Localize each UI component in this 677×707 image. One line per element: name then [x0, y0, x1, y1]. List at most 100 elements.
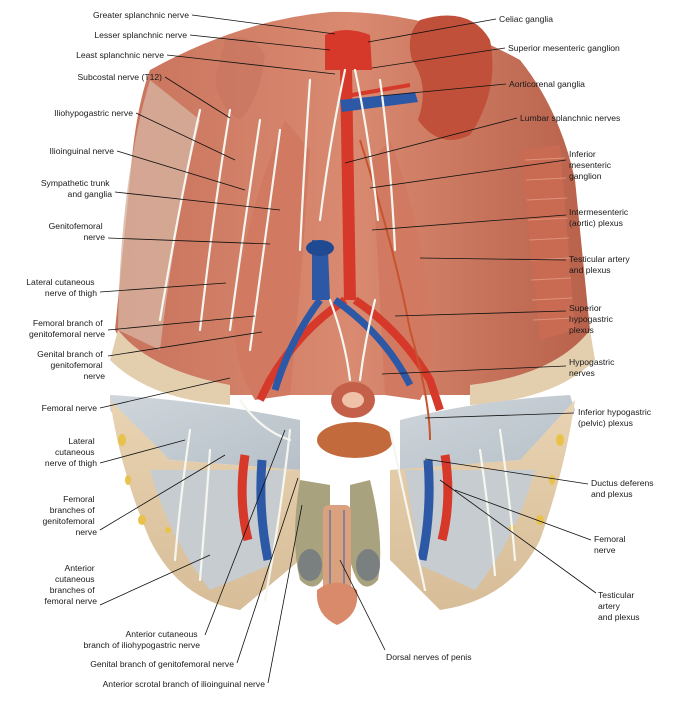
label-subcostal: Subcostal nerve (T12) [77, 72, 162, 82]
label-anterior-cutaneous-femoral: Anterior cutaneous branches of femoral n… [44, 563, 97, 606]
leader-lateral-cutaneous-upper [99, 282, 227, 293]
label-ductus-deferens: Ductus deferens and plexus [591, 478, 656, 499]
leader-dorsal-nerves [339, 559, 386, 651]
left-renal-vein [340, 92, 418, 112]
leader-subcostal [164, 76, 231, 119]
leader-genital-branch [107, 331, 263, 357]
left-femoral-artery [237, 454, 253, 542]
label-least-splanchnic: Least splanchnic nerve [76, 50, 164, 60]
left-femoral-vein [256, 459, 273, 561]
left-common-iliac-artery [256, 296, 348, 402]
leader-lateral-cutaneous-lower [99, 439, 186, 464]
leader-ilioinguinal [116, 150, 246, 191]
leader-anterior-cutaneous-iliohypogastric [204, 429, 286, 636]
leader-iliohypogastric [135, 112, 236, 161]
leader-inferior-hypogastric [424, 412, 575, 419]
labels: Greater splanchnic nerve Lesser splanchn… [26, 10, 656, 689]
leader-femoral-branches [99, 454, 226, 531]
label-greater-splanchnic: Greater splanchnic nerve [93, 10, 189, 20]
leader-hypogastric [381, 365, 567, 375]
label-femoral-branches: Femoral branches of genitofemoral nerve [43, 494, 98, 537]
abdominal-aorta [340, 70, 356, 300]
label-dorsal-nerves: Dorsal nerves of penis [386, 652, 472, 662]
body-artwork [110, 11, 595, 625]
left-lateral-wall [118, 80, 200, 350]
label-inferior-hypogastric: Inferior hypogastric (pelvic) plexus [578, 407, 653, 428]
left-iliac-crest [110, 330, 230, 405]
right-femoral-artery [437, 454, 453, 542]
leader-lumbar-splanchnic [344, 117, 518, 164]
label-superior-hypogastric: Superior hypogastric plexus [569, 303, 615, 335]
leader-ductus-deferens [424, 458, 589, 485]
label-genital-branch-bottom: Genital branch of genitofemoral nerve [90, 659, 234, 669]
leader-celiac [367, 18, 497, 43]
label-superior-mesenteric-ganglion: Superior mesenteric ganglion [508, 43, 620, 53]
label-genitofemoral: Genitofemoral nerve [49, 221, 106, 242]
leader-genitofemoral [107, 237, 271, 245]
leader-superior-hypogastric [394, 310, 567, 317]
label-anterior-scrotal: Anterior scrotal branch of ilioinguinal … [103, 679, 266, 689]
leader-femoral-nerve-left [99, 377, 231, 409]
leader-aorticorenal [379, 83, 507, 97]
leader-lines [99, 14, 597, 684]
leader-superior-mesenteric [371, 47, 506, 69]
label-ilioinguinal: Ilioinguinal nerve [50, 146, 115, 156]
right-psoas-muscle [372, 140, 434, 400]
celiac-trunk-region [325, 30, 372, 70]
right-fascia-lata [405, 470, 535, 590]
penis-shaft [323, 505, 351, 595]
fat-deposits [118, 434, 564, 533]
label-intermesenteric: Intermesenteric (aortic) plexus [569, 207, 631, 228]
right-common-iliac-artery [352, 296, 444, 412]
label-testicular-upper: Testicular artery and plexus [569, 254, 632, 275]
testicular-vessels [359, 139, 431, 441]
right-femoral-vein [417, 459, 434, 561]
label-lesser-splanchnic: Lesser splanchnic nerve [94, 30, 187, 40]
label-sympathetic-trunk: Sympathetic trunk and ganglia [41, 178, 112, 199]
penile-vessels [329, 510, 345, 590]
leader-inferior-mesenteric [369, 159, 567, 189]
right-abdominal-muscle-strip [520, 145, 575, 340]
leader-least-splanchnic [166, 54, 336, 75]
leader-testicular-lower [439, 479, 597, 594]
label-celiac-ganglia: Celiac ganglia [499, 14, 553, 24]
leader-genital-branch-bottom [236, 477, 299, 664]
ivc-cut-end [306, 240, 334, 256]
label-femoral-nerve-left: Femoral nerve [42, 403, 98, 413]
label-femoral-nerve-right: Femoral nerve [594, 534, 628, 555]
leader-anterior-scrotal [267, 504, 303, 684]
label-hypogastric-nerves: Hypogastric nerves [569, 357, 617, 378]
leader-intermesenteric [371, 214, 567, 231]
leader-femoral-nerve-right [454, 489, 592, 541]
label-testicular-lower: Testicular artery and plexus [598, 590, 640, 622]
leader-greater-splanchnic [191, 14, 336, 35]
nerve-network [158, 68, 517, 602]
label-femoral-branch: Femoral branch of genitofemoral nerve [29, 318, 105, 339]
label-aorticorenal: Aorticorenal ganglia [509, 79, 585, 89]
label-anterior-cutaneous-iliohypogastric: Anterior cutaneous branch of iliohypogas… [83, 629, 200, 650]
leader-sympathetic-trunk [114, 191, 281, 211]
leader-anterior-cutaneous-femoral [99, 554, 211, 606]
right-iliac-crest [470, 330, 595, 405]
label-inferior-mesenteric: Inferior mesenteric ganglion [569, 149, 613, 181]
leader-testicular-upper [419, 257, 567, 261]
label-lateral-cutaneous-upper: Lateral cutaneous nerve of thigh [26, 277, 97, 298]
right-testis [356, 549, 380, 581]
label-iliohypogastric: Iliohypogastric nerve [54, 108, 133, 118]
leader-lesser-splanchnic [189, 34, 331, 51]
right-common-iliac-vein [332, 297, 414, 387]
left-kidney-shadow [215, 37, 265, 121]
rectum-lumen [342, 392, 364, 408]
muscle-striations [524, 157, 574, 321]
label-genital-branch: Genital branch of genitofemoral nerve [37, 349, 105, 381]
left-fascia-lata [150, 470, 285, 590]
glans [316, 582, 358, 625]
left-common-iliac-vein [271, 297, 323, 392]
right-kidney [409, 15, 493, 140]
left-testis [298, 549, 322, 581]
leader-femoral-branch [107, 315, 256, 331]
label-lateral-cutaneous-lower: Lateral cutaneous nerve of thigh [45, 436, 97, 468]
bladder [317, 422, 393, 458]
label-lumbar-splanchnic: Lumbar splanchnic nerves [520, 113, 620, 123]
